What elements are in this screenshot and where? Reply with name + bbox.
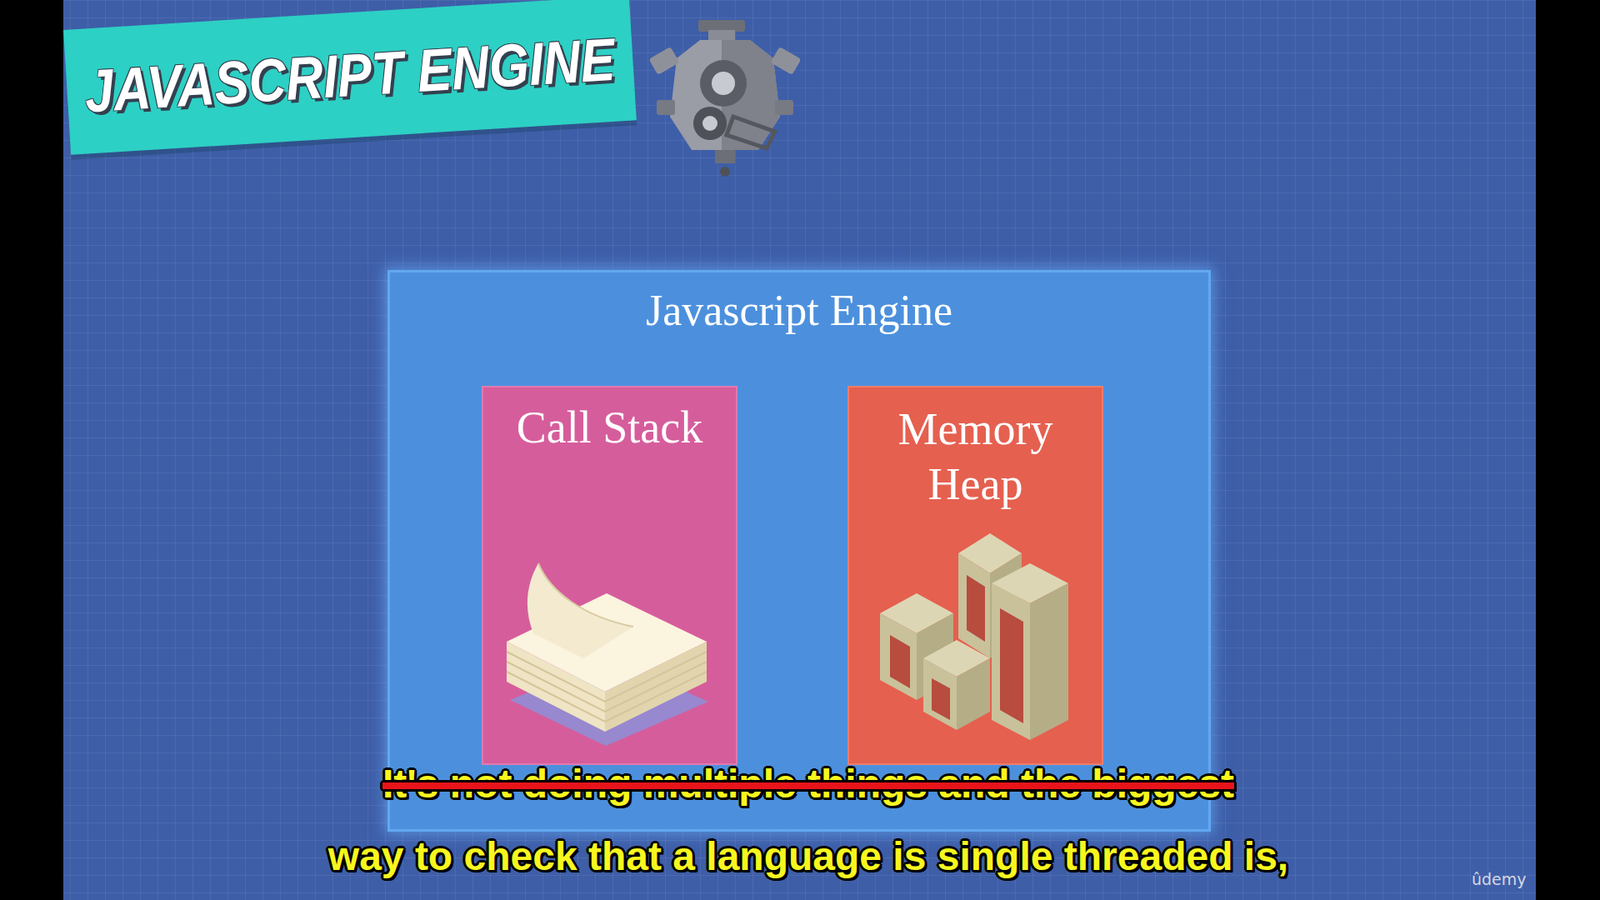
subtitle-text: way to check that a language is single t… [328, 833, 1289, 880]
engine-box: Javascript EngineCall Stack Memory Heap [387, 270, 1211, 832]
watermark-holder: ûdemy [1471, 870, 1527, 889]
paper-stack [506, 563, 709, 746]
letterbox-bar [0, 0, 64, 900]
node-label: Memory Heap [884, 402, 1068, 513]
node-label: Call Stack [493, 400, 727, 456]
memory-blocks [880, 533, 1069, 740]
title-text: JAVASCRIPT ENGINE [83, 25, 618, 126]
subtitle-line: It's not doing multiple things and the b… [0, 760, 1600, 807]
node-label: Javascript Engine [424, 284, 1175, 337]
letterbox-bar [1535, 0, 1600, 900]
call-stack-box: Call Stack [481, 385, 738, 765]
memory-heap-box: Memory Heap [847, 385, 1104, 765]
subtitle-text: It's not doing multiple things and the b… [382, 760, 1235, 807]
subtitle-line: way to check that a language is single t… [0, 833, 1600, 880]
watermark: ûdemy [1471, 870, 1527, 889]
title-banner: JAVASCRIPT ENGINE [63, 0, 637, 155]
